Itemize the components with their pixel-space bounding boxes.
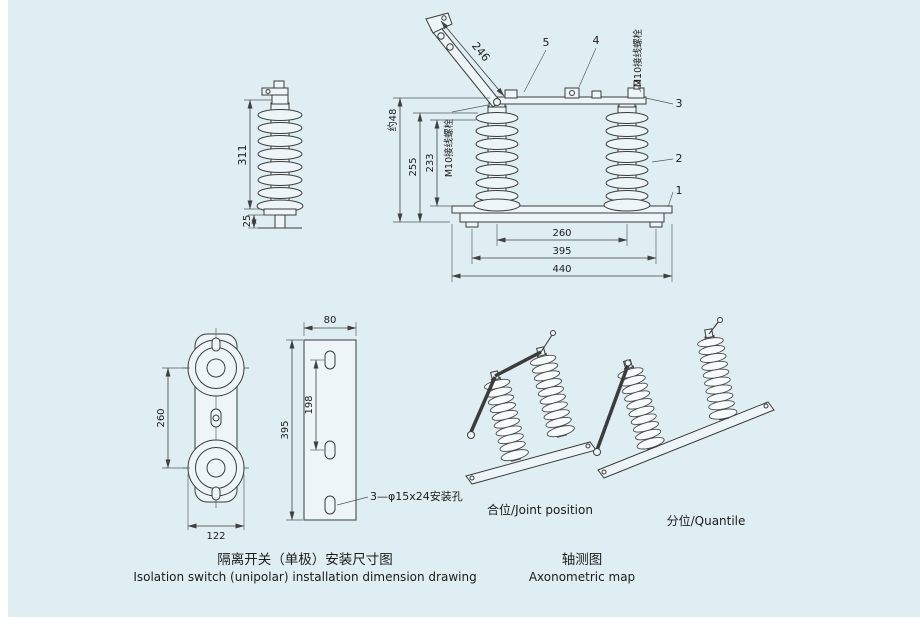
- front-dim-395: 395: [471, 229, 657, 264]
- plate-slot-bottom: [324, 495, 336, 515]
- top-dim-122: 122: [187, 474, 245, 542]
- plate-holes-label-text: 3—φ15x24安装孔: [370, 489, 463, 503]
- side-insulator: [256, 94, 304, 213]
- front-callouts: 5 4 3 2 1: [523, 34, 683, 208]
- plate-dim-395: 395: [280, 339, 303, 521]
- base-foot-left: [465, 221, 479, 228]
- plate-dim-198-text: 198: [304, 395, 315, 414]
- caption-install-en: Isolation switch (unipolar) installation…: [133, 570, 476, 584]
- plate-dim-198: 198: [304, 359, 324, 451]
- axon-closed-hook: [467, 431, 475, 439]
- base-hole-3: [601, 469, 607, 475]
- plate-view: 80 198 395 3—φ15x24安装孔: [280, 315, 463, 521]
- front-dim-233: 233: [425, 119, 476, 207]
- top-dim-122-text: 122: [206, 531, 225, 542]
- base-foot-right: [649, 221, 663, 228]
- front-m10-right-label: M10接线螺栓: [632, 28, 644, 93]
- left-insulator: [473, 97, 521, 212]
- side-dim-25: 25: [242, 214, 274, 229]
- side-flange: [263, 208, 297, 216]
- axon-open-base: [597, 401, 775, 479]
- plate-dim-395-text: 395: [280, 420, 291, 439]
- axon-open-terminal: [708, 320, 720, 335]
- captions: 隔离开关（单极）安装尺寸图 Isolation switch (unipolar…: [133, 551, 635, 584]
- mounting-plate: [303, 339, 357, 521]
- right-insulator: [603, 97, 651, 212]
- callout-3: 3: [676, 97, 683, 110]
- top-dim-260: 260: [156, 367, 190, 469]
- front-dim-total-text: 约48: [386, 109, 399, 132]
- side-terminal-bolt: [265, 89, 271, 94]
- blade-bolt-lower: [446, 43, 454, 51]
- plate-slot-top: [324, 350, 336, 370]
- base-hole-2: [585, 443, 591, 449]
- front-dim-260-text: 260: [552, 228, 571, 239]
- front-dim-395-text: 395: [552, 246, 571, 257]
- blade-bolt-upper: [437, 32, 445, 40]
- bottom-insulator-cap: [206, 458, 226, 478]
- axon-closed-down-lead: [469, 376, 497, 433]
- bottom-slot: [211, 486, 221, 501]
- plate-dim-80: 80: [303, 315, 357, 336]
- bar-fitting: [591, 90, 602, 99]
- callout-2: 2: [676, 152, 683, 165]
- m10-left-text: M10接线螺栓: [443, 118, 455, 177]
- axon-closed-view: 合位/Joint position: [465, 330, 597, 517]
- base-hole-4: [763, 403, 769, 409]
- plate-holes-label: 3—φ15x24安装孔: [336, 489, 463, 506]
- top-view: 260 122: [156, 328, 249, 542]
- side-dim-311-text: 311: [236, 145, 249, 166]
- top-insulator-cap: [206, 358, 226, 378]
- callout-4: 4: [593, 34, 600, 47]
- axon-open-label: 分位/Quantile: [667, 513, 746, 528]
- callout-5: 5: [543, 36, 550, 49]
- base-channel: [459, 212, 665, 223]
- side-terminal-riser: [273, 80, 285, 89]
- middle-slot-hole: [212, 414, 220, 422]
- callout-1: 1: [676, 184, 683, 197]
- pivot-bolt: [493, 98, 501, 106]
- drawing-background: [8, 0, 920, 617]
- front-dim-440: 440: [451, 224, 673, 282]
- front-view: 246 约48 255 233 M10接线螺栓 M10接线螺栓: [386, 12, 683, 282]
- front-dim-233-text: 233: [425, 153, 436, 172]
- front-dim-255-text: 255: [408, 157, 419, 176]
- top-slot: [211, 337, 221, 352]
- axon-closed-terminal: [540, 334, 553, 353]
- side-stud: [274, 214, 286, 229]
- m10-right-text: M10接线螺栓: [632, 28, 644, 87]
- tip-bolt: [441, 15, 447, 21]
- side-view: 311 25: [236, 80, 304, 229]
- axon-open-blade: [595, 364, 630, 451]
- axon-closed-terminal-bolt: [550, 330, 556, 336]
- axon-open-view: 分位/Quantile: [593, 317, 775, 528]
- clamp-bolt: [569, 90, 575, 96]
- front-dim-255: 255: [408, 112, 478, 223]
- axon-open-hook: [593, 448, 601, 456]
- jaw-housing: [504, 89, 518, 99]
- plate-slot-middle: [324, 440, 336, 460]
- front-dim-440-text: 440: [552, 264, 571, 275]
- side-dim-25-text: 25: [242, 215, 253, 228]
- front-dim-260: 260: [496, 224, 628, 246]
- caption-axon-en: Axonometric map: [529, 570, 635, 584]
- caption-install-zh: 隔离开关（单极）安装尺寸图: [217, 551, 393, 568]
- plate-dim-80-text: 80: [324, 315, 337, 326]
- base-hole-1: [469, 475, 475, 481]
- axon-closed-blade: [494, 350, 542, 378]
- axon-closed-label: 合位/Joint position: [487, 502, 593, 517]
- front-m10-left-label: M10接线螺栓: [443, 104, 489, 177]
- caption-axon-zh: 轴测图: [562, 552, 603, 568]
- top-dim-260-text: 260: [156, 408, 167, 427]
- axon-open-terminal-bolt: [717, 317, 723, 323]
- axon-open-pivot: [624, 359, 632, 367]
- side-dim-311: 311: [236, 99, 272, 210]
